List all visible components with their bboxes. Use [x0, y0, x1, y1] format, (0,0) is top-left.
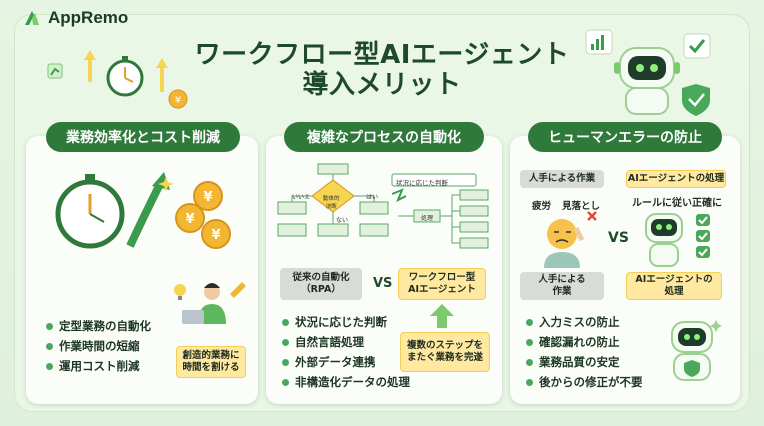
ai-process-label-bottom: AIエージェントの 処理: [626, 272, 722, 300]
large-stopwatch-icon: [55, 174, 125, 249]
bullet-text: 入力ミスの防止: [539, 315, 620, 329]
error-vs-label: VS: [608, 230, 629, 246]
bullet-text: 業務品質の安定: [539, 355, 620, 369]
flow-label-process: 処理: [421, 215, 434, 222]
bullet-text: 後からの修正が不要: [539, 375, 643, 389]
bullet-item: 自然言語処理: [282, 332, 410, 352]
bullet-dot: [46, 362, 53, 370]
compare-ai-agent-tag: ワークフロー型 AIエージェント: [398, 268, 486, 300]
bullet-item: 作業時間の短縮: [46, 336, 151, 356]
yen-coin-icon: ¥: [168, 89, 188, 109]
human-work-label-top: 人手による作業: [520, 170, 604, 188]
svg-text:¥: ¥: [203, 190, 212, 205]
stopwatch-arrows-decoration: ¥: [47, 50, 188, 109]
flow-label-no2: ない: [336, 217, 349, 224]
bullet-dot: [282, 318, 289, 326]
robot-icon: [614, 47, 680, 115]
bullet-text: 外部データ連携: [295, 355, 376, 369]
ai-process-label-top: AIエージェントの処理: [626, 170, 726, 188]
bullet-item: 業務品質の安定: [526, 352, 643, 372]
efficiency-bullets: 定型業務の自動化 作業時間の短縮 運用コスト削減: [46, 316, 151, 376]
bullet-dot: [282, 358, 289, 366]
flowchart-diagram: [277, 163, 489, 249]
sparkle-icon-2: [710, 320, 722, 332]
bullet-dot: [282, 378, 289, 386]
appremo-logo-icon: [25, 11, 39, 25]
ai-accuracy-caption: ルールに従い正確に: [632, 198, 722, 209]
panel-heading-efficiency: 業務効率化とコスト削減: [46, 122, 240, 152]
panel-heading-error-prevention: ヒューマンエラーの防止: [528, 122, 722, 152]
page-title-line1: ワークフロー型AIエージェント: [194, 40, 570, 70]
bullet-dot: [526, 318, 533, 326]
shield-check-icon: [682, 84, 710, 116]
robot-shield-illustration: [671, 320, 722, 381]
robot-icon-bottom: [671, 321, 713, 381]
svg-text:¥: ¥: [175, 95, 181, 106]
robot-hero-decoration: [585, 29, 711, 116]
bullet-text: 確認漏れの防止: [539, 335, 620, 349]
error-prevention-bullets: 入力ミスの防止 確認漏れの防止 業務品質の安定 後からの修正が不要: [526, 312, 643, 392]
bullet-text: 非構造化データの処理: [295, 375, 410, 389]
bullet-text: 状況に応じた判断: [295, 315, 387, 329]
pencil-icon: [230, 282, 246, 298]
human-work-label-bottom: 人手による 作業: [520, 272, 604, 300]
brand-logo[interactable]: AppRemo: [22, 8, 128, 28]
sparkle-icon: [158, 176, 174, 192]
automation-vs-label: VS: [373, 276, 393, 291]
flow-label-yes: はい: [366, 194, 379, 201]
bullet-text: 自然言語処理: [295, 335, 364, 349]
svg-text:¥: ¥: [185, 212, 194, 227]
svg-text:¥: ¥: [211, 228, 220, 243]
up-arrow-icon: [430, 304, 454, 328]
robot-icon-small: [645, 213, 683, 267]
tired-person-icon: [544, 219, 585, 268]
bullet-dot: [46, 342, 53, 350]
bullet-text: 定型業務の自動化: [59, 319, 151, 333]
oversight-label: 見落とし: [562, 201, 601, 212]
bullet-item: 外部データ連携: [282, 352, 410, 372]
bullet-text: 作業時間の短縮: [59, 339, 140, 353]
stopwatch-icon: [106, 56, 144, 97]
compare-rpa-tag: 従来の自動化 （RPA）: [280, 268, 362, 300]
title-block: ワークフロー型AIエージェント 導入メリット: [180, 40, 584, 100]
robot-checklist-illustration: [645, 213, 710, 267]
yen-coins-icon: ¥ ¥ ¥: [175, 181, 231, 249]
panel-heading-automation: 複雑なプロセスの自動化: [284, 122, 484, 152]
bullet-dot: [526, 338, 533, 346]
automation-callout: 複数のステップを またぐ業務を完遂: [400, 332, 490, 372]
bullet-dot: [46, 322, 53, 330]
check-card-icon: [683, 33, 711, 59]
brand-name: AppRemo: [48, 8, 129, 27]
bullet-dot: [526, 358, 533, 366]
growth-arrow-icon: [47, 63, 63, 79]
efficiency-illustration: ¥ ¥ ¥: [55, 172, 231, 249]
checklist-icon: [696, 214, 710, 258]
arrow-up-icon-2: [156, 58, 168, 92]
tired-person-illustration: [544, 211, 597, 268]
bullet-dot: [526, 378, 533, 386]
automation-bullets: 状況に応じた判断 自然言語処理 外部データ連携 非構造化データの処理: [282, 312, 410, 392]
efficiency-callout: 創造的業務に 時間を割ける: [176, 346, 246, 378]
flow-label-no: いいえ: [292, 194, 311, 201]
fatigue-label: 疲労: [532, 201, 552, 212]
x-mark-icon: [587, 211, 597, 221]
bullet-item: 状況に応じた判断: [282, 312, 410, 332]
bullet-item: 確認漏れの防止: [526, 332, 643, 352]
flow-label-situation: 状況に応じた判断: [396, 179, 448, 187]
lightning-arrow-icon: [391, 188, 407, 203]
chart-card-icon: [585, 29, 613, 55]
bullet-item: 非構造化データの処理: [282, 372, 410, 392]
bullet-item: 運用コスト削減: [46, 356, 151, 376]
bullet-text: 運用コスト削減: [59, 359, 140, 373]
flow-label-decision: 動体的 決断: [323, 196, 340, 210]
bullet-dot: [282, 338, 289, 346]
bullet-item: 後からの修正が不要: [526, 372, 643, 392]
bullet-item: 入力ミスの防止: [526, 312, 643, 332]
bullet-item: 定型業務の自動化: [46, 316, 151, 336]
page-title-line2: 導入メリット: [302, 70, 462, 100]
worker-illustration: [174, 282, 246, 324]
lightbulb-icon: [174, 284, 186, 300]
arrow-up-icon: [84, 50, 96, 82]
person-laptop-icon: [182, 283, 226, 324]
